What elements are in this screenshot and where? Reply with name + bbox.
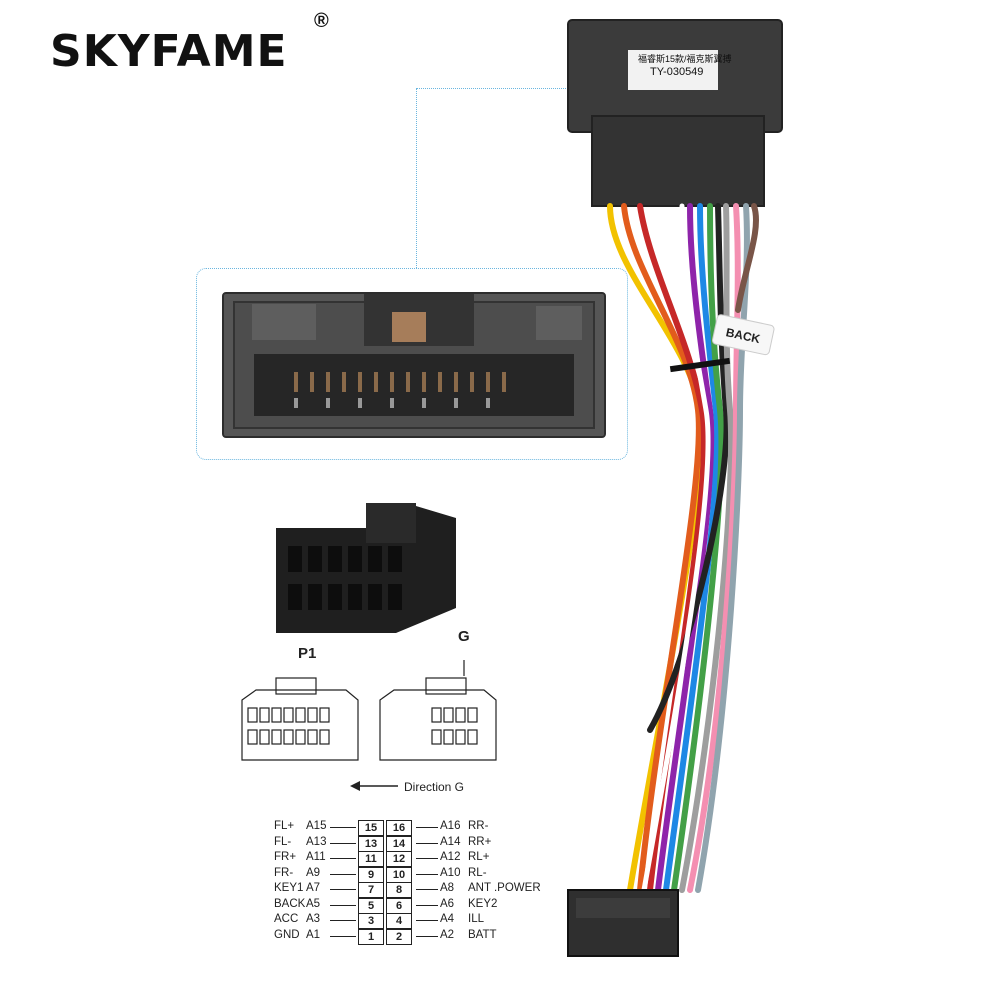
pin-leader-line — [416, 827, 438, 828]
pin-leader-line — [330, 920, 356, 921]
pin-left-code: A3 — [306, 913, 321, 925]
pin-left-function: FL- — [274, 835, 292, 848]
brand-logo: SKYFAME — [50, 26, 288, 77]
pin-right-function: BATT — [468, 928, 497, 941]
pin-right-function: KEY2 — [468, 897, 498, 910]
harness-label-line2: TY-030549 — [650, 66, 704, 78]
pin-right-function: ILL — [468, 913, 484, 925]
pin-number-left: 15 — [358, 820, 384, 836]
connector-line-drawings — [241, 660, 497, 761]
connector-g-label: G — [458, 628, 470, 645]
pin-number-right: 2 — [386, 928, 412, 945]
direction-arrow-icon — [350, 781, 398, 791]
pin-left-code: A7 — [306, 882, 321, 894]
pin-left-code: A5 — [306, 897, 321, 910]
pin-left-function: FR- — [274, 866, 294, 879]
pin-right-function: RL- — [468, 866, 487, 879]
pin-number-right: 10 — [386, 866, 412, 883]
pin-leader-line — [330, 904, 356, 906]
direction-label: Direction G — [404, 780, 465, 794]
pin-right-function: ANT .POWER — [468, 882, 541, 894]
pin-right-code: A10 — [440, 866, 461, 879]
leader-line-vertical — [416, 88, 417, 268]
pin-left-code: A13 — [306, 835, 327, 848]
connector-p1-label: P1 — [298, 645, 317, 662]
pin-right-function: RR- — [468, 820, 489, 832]
pin-left-function: FL+ — [274, 820, 295, 832]
connector-closeup-photo — [222, 292, 606, 438]
pin-right-code: A12 — [440, 851, 461, 863]
pin-number-right: 6 — [386, 897, 412, 914]
pin-left-code: A15 — [306, 820, 327, 832]
pin-right-function: RR+ — [468, 835, 492, 848]
pin-left-function: BACK — [274, 897, 306, 910]
pin-right-code: A6 — [440, 897, 455, 910]
pin-left-code: A11 — [306, 851, 326, 863]
pin-left-function: FR+ — [274, 851, 297, 863]
pin-left-code: A9 — [306, 866, 321, 879]
pin-leader-line — [416, 904, 438, 906]
registered-mark: ® — [314, 10, 329, 32]
connector-face-illustration — [224, 294, 604, 436]
pin-left-function: KEY1 — [274, 882, 304, 894]
leader-line-horizontal — [416, 88, 566, 89]
harness-label-line1: 福睿斯15款/福克斯翼搏 — [638, 54, 732, 64]
pin-left-code: A1 — [306, 928, 321, 941]
pin-number-left: 11 — [358, 851, 384, 867]
pin-leader-line — [416, 889, 438, 890]
pin-number-left: 3 — [358, 913, 384, 929]
pin-number-right: 4 — [386, 913, 412, 929]
pin-right-code: A2 — [440, 928, 455, 941]
pin-leader-line — [330, 935, 356, 937]
pin-number-right: 12 — [386, 851, 412, 867]
pin-number-left: 7 — [358, 882, 384, 898]
pin-number-left: 9 — [358, 866, 384, 883]
pin-leader-line — [416, 920, 438, 921]
pin-number-right: 8 — [386, 882, 412, 898]
pin-leader-line — [416, 842, 438, 844]
pin-leader-line — [330, 827, 356, 828]
small-connector-photo — [276, 503, 456, 633]
pin-leader-line — [416, 858, 438, 859]
wiring-harness-photo: BACK — [567, 19, 783, 957]
pin-leader-line — [330, 858, 356, 859]
pin-right-code: A8 — [440, 882, 455, 894]
pin-leader-line — [330, 889, 356, 890]
pin-leader-line — [416, 873, 438, 875]
pin-leader-line — [330, 873, 356, 875]
pin-left-function: GND — [274, 928, 300, 941]
pin-right-code: A4 — [440, 913, 455, 925]
pin-number-right: 16 — [386, 820, 412, 836]
pin-leader-line — [416, 935, 438, 937]
pin-right-code: A16 — [440, 820, 461, 832]
pin-left-function: ACC — [274, 913, 299, 925]
pin-right-code: A14 — [440, 835, 461, 848]
pin-right-function: RL+ — [468, 851, 490, 863]
pin-number-left: 13 — [358, 835, 384, 852]
pin-number-left: 5 — [358, 897, 384, 914]
pin-number-right: 14 — [386, 835, 412, 852]
pin-number-left: 1 — [358, 928, 384, 945]
pin-leader-line — [330, 842, 356, 844]
